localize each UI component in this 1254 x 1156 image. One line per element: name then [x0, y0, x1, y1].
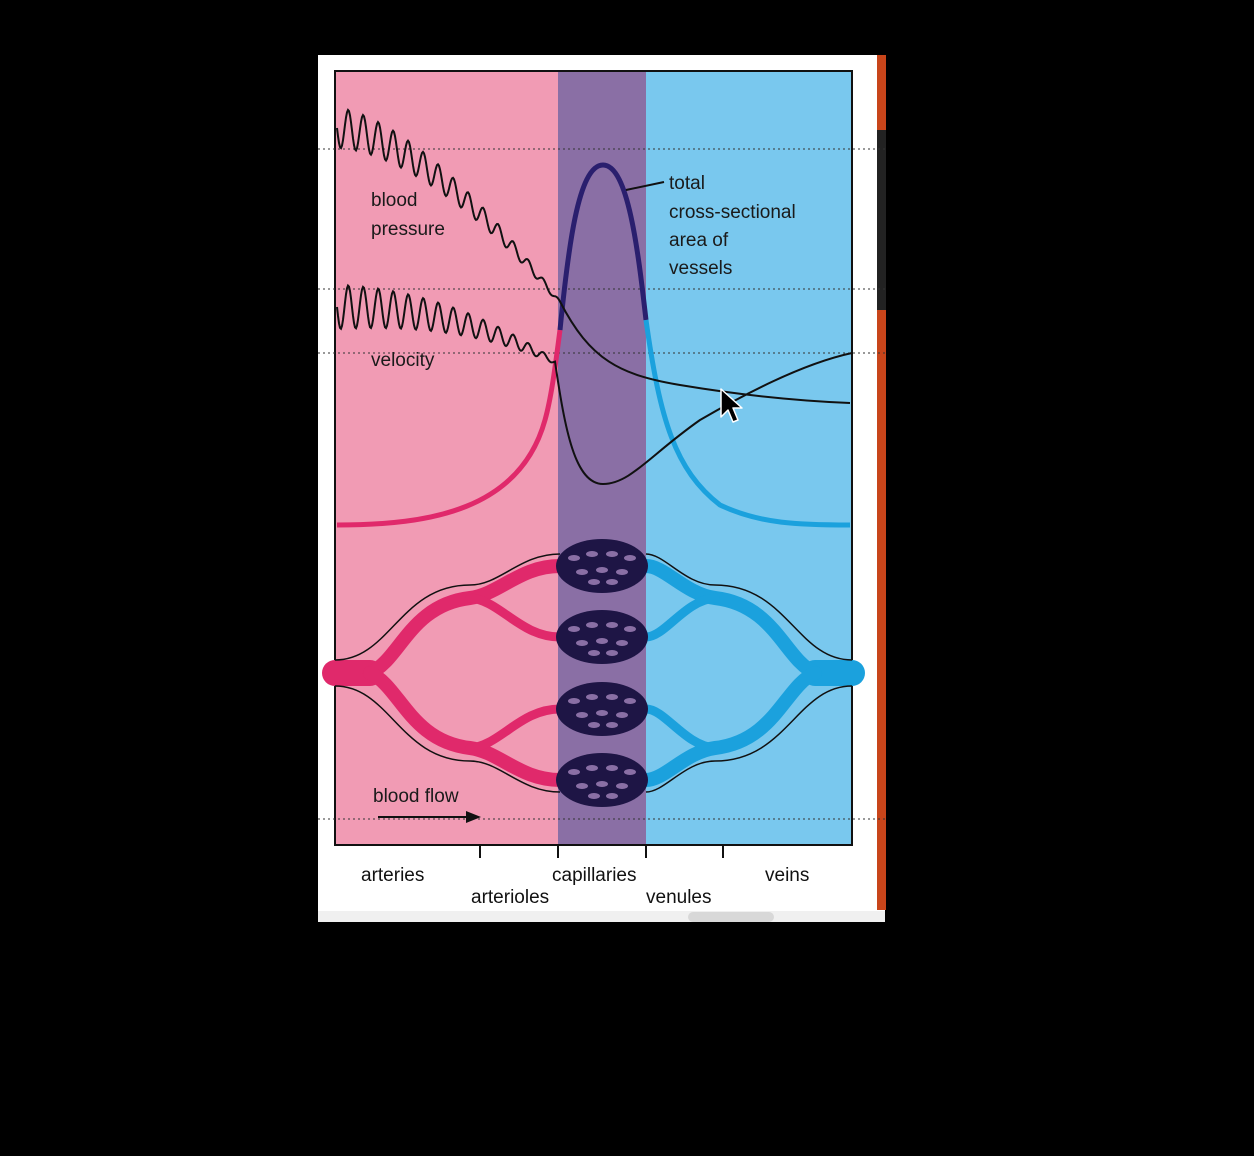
- arterial-network: [322, 559, 567, 787]
- label-area-3: area of: [669, 230, 729, 251]
- right-accent-strip: [877, 55, 886, 910]
- label-blood-flow: blood flow: [373, 786, 459, 807]
- diagram-frame: [334, 70, 853, 846]
- vessel-outlines: [334, 553, 853, 793]
- label-area-2: cross-sectional: [669, 202, 796, 223]
- area-leader-line: [625, 181, 665, 191]
- right-dark-strip: [877, 130, 886, 310]
- label-blood-pressure-1: blood: [371, 190, 418, 211]
- venous-network: [639, 559, 865, 787]
- axis-label-arterioles: arterioles: [471, 887, 549, 908]
- capillary-beds: [556, 539, 648, 807]
- capillary-bed: [556, 539, 648, 593]
- axis-label-veins: veins: [765, 865, 809, 886]
- axis-label-arteries: arteries: [361, 865, 424, 886]
- page-bottom-bar: [318, 911, 885, 922]
- mouse-pointer-icon: [720, 388, 743, 423]
- axis-label-venules: venules: [646, 887, 712, 908]
- area-curve-arterial: [336, 329, 563, 528]
- capillary-bed: [556, 610, 648, 664]
- label-blood-pressure-2: pressure: [371, 219, 445, 240]
- arrow-right-icon: [378, 811, 481, 823]
- area-curve-venous: [643, 319, 851, 528]
- area-curve-capillary: [557, 162, 649, 331]
- label-area-1: total: [669, 173, 705, 194]
- velocity-curve: [336, 283, 853, 486]
- blood-pressure-curve: [336, 108, 851, 404]
- horizontal-scrollbar-thumb[interactable]: [688, 912, 774, 922]
- capillary-bed: [556, 682, 648, 736]
- axis-label-capillaries: capillaries: [552, 865, 636, 886]
- arteries-zone: [335, 71, 558, 845]
- label-area-4: vessels: [669, 258, 732, 279]
- capillary-bed: [556, 753, 648, 807]
- label-velocity: velocity: [371, 350, 435, 371]
- axis-ticks: [479, 845, 724, 858]
